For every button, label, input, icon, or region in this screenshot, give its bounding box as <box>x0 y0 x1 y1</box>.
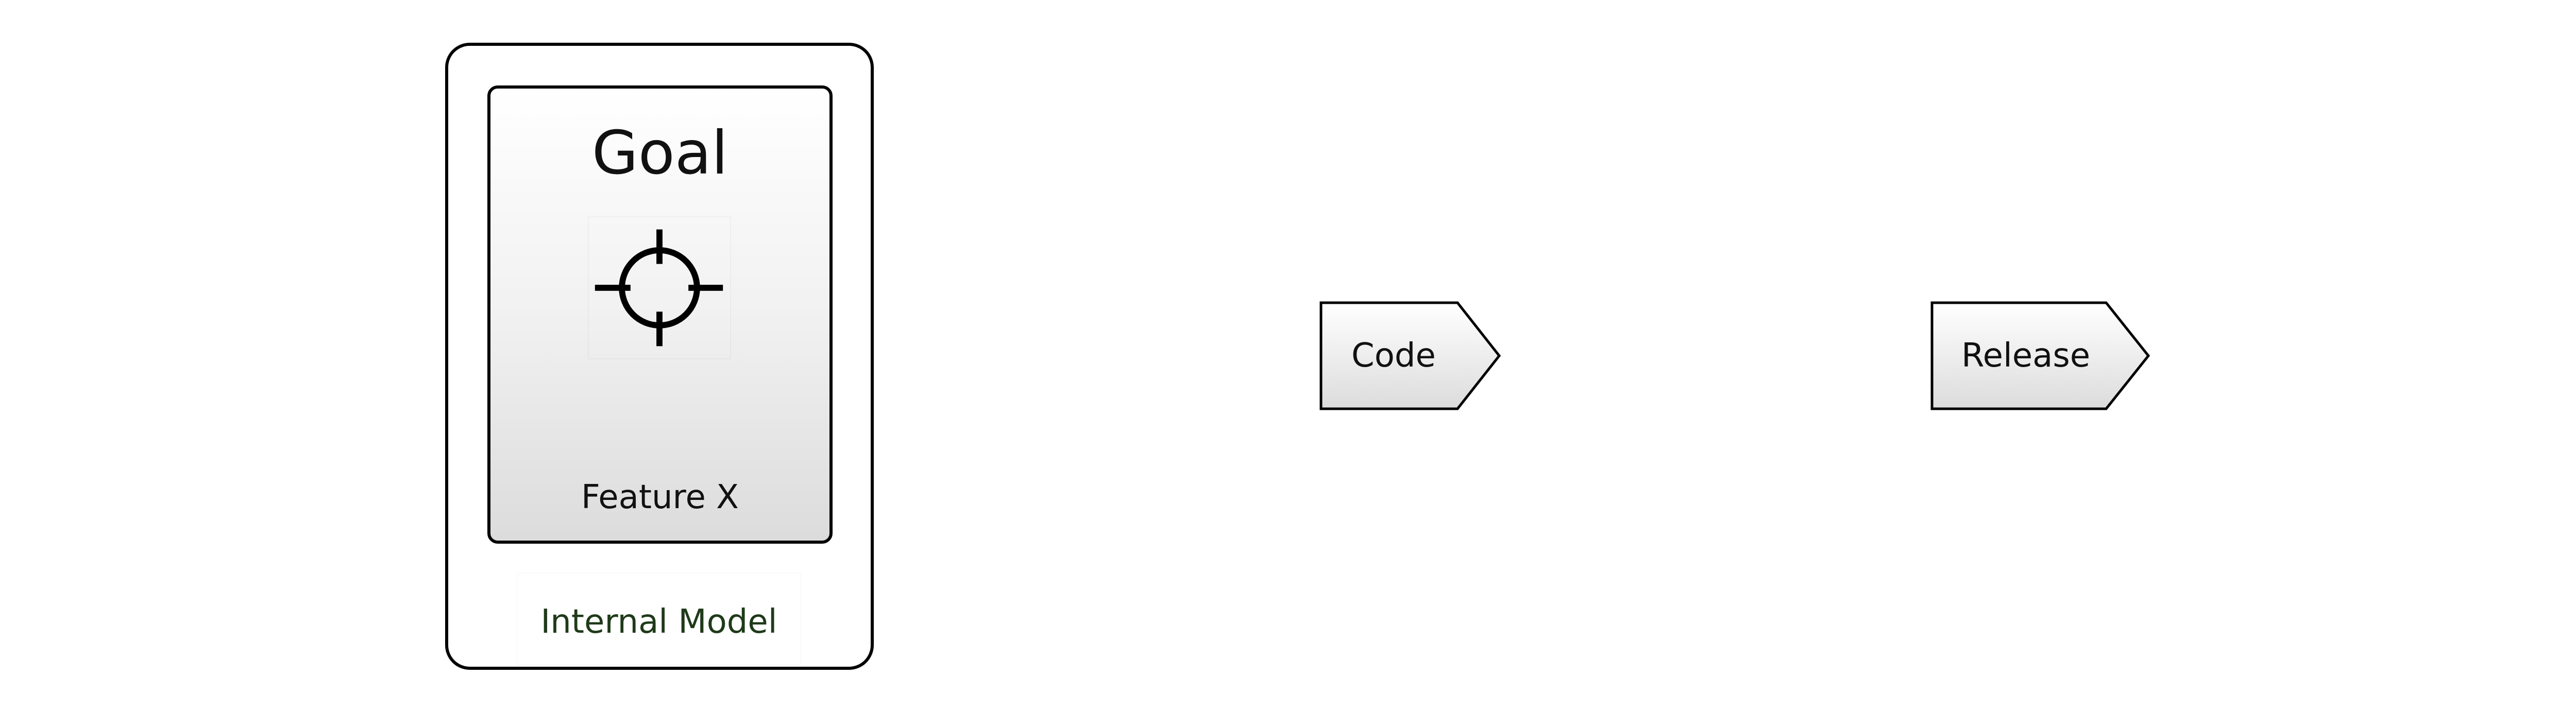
crosshair-target-icon <box>588 216 731 359</box>
container-label: Internal Model <box>540 603 777 641</box>
feature-label: Feature X <box>581 478 739 516</box>
flow-step-release: Release <box>1930 301 2150 410</box>
flow-step-code: Code <box>1319 301 1501 410</box>
goal-title: Goal <box>591 118 728 188</box>
container-label-box <box>517 573 801 665</box>
step-label: Release <box>1961 337 2091 375</box>
step-label: Code <box>1351 337 1436 375</box>
